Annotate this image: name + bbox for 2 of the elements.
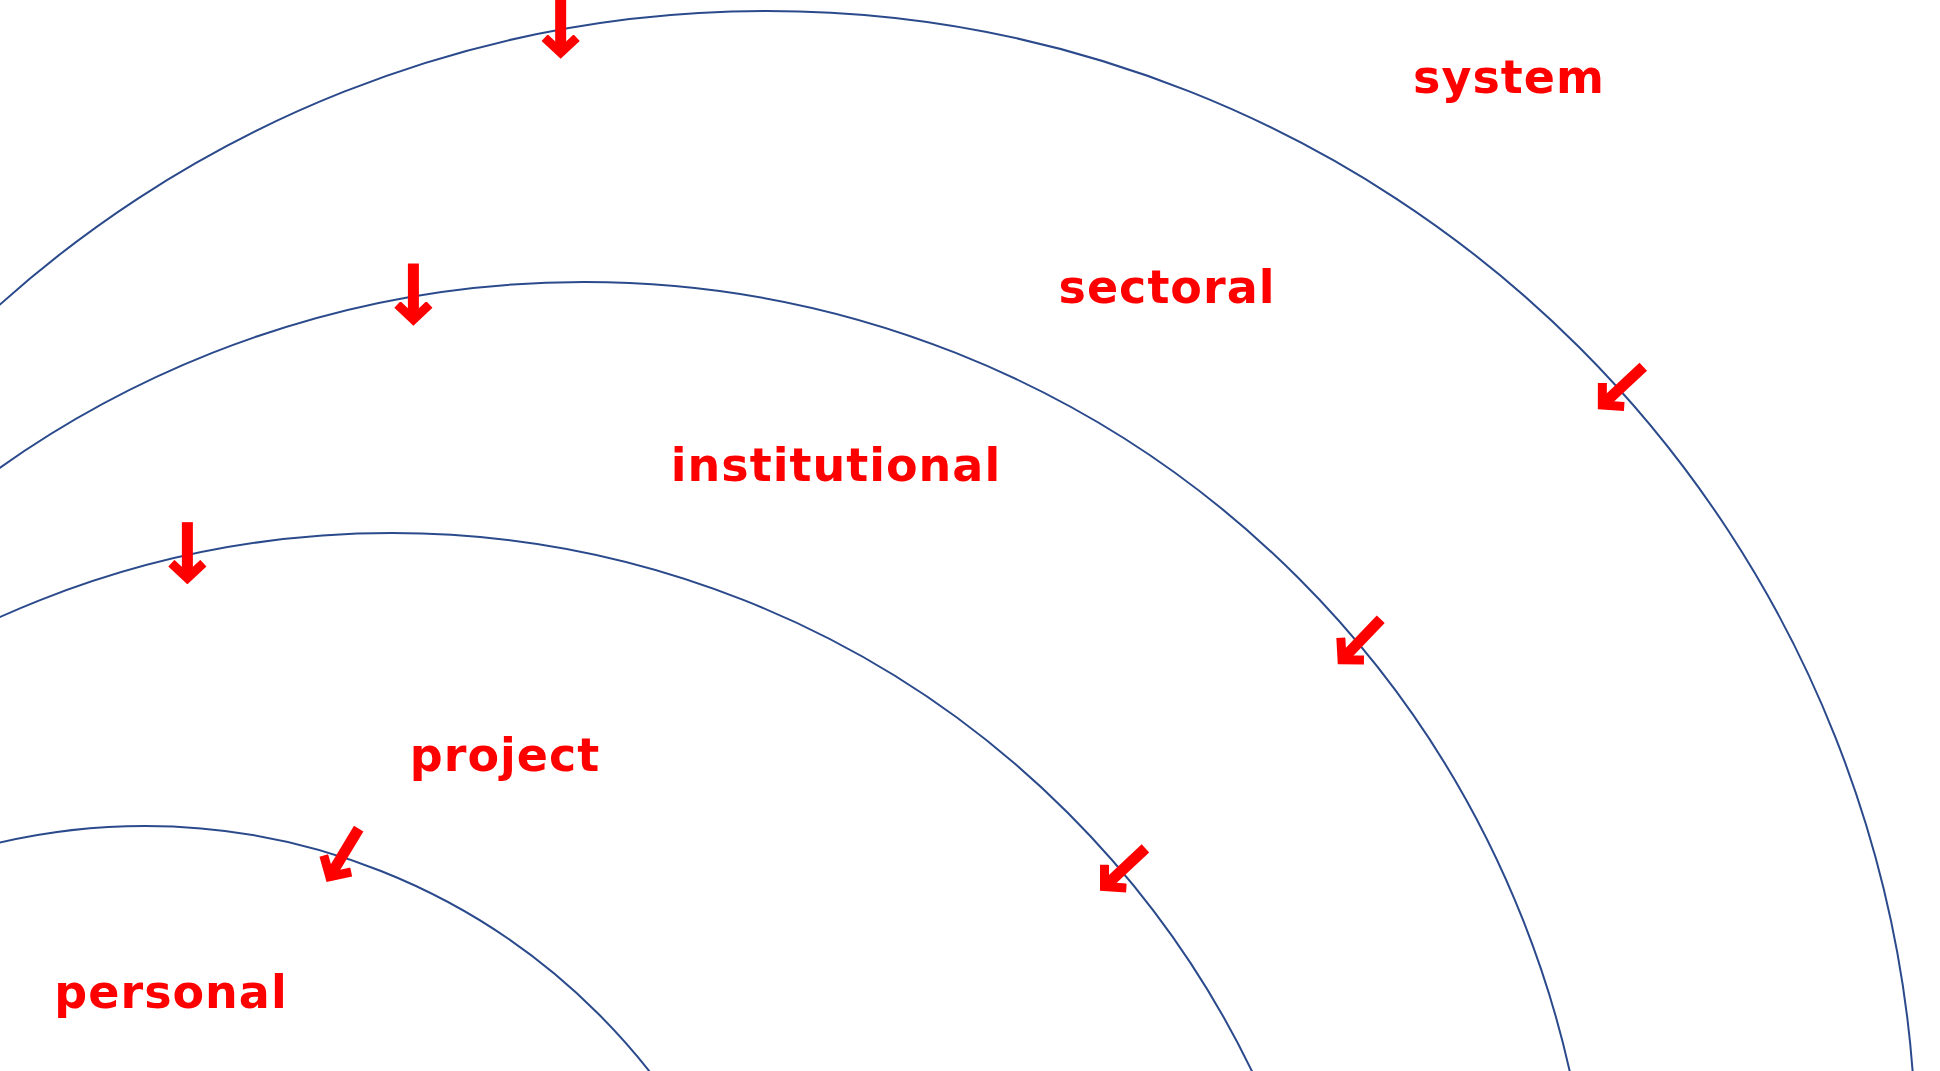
level-label: sectoral bbox=[1058, 264, 1276, 310]
level-label: institutional bbox=[670, 442, 1002, 488]
